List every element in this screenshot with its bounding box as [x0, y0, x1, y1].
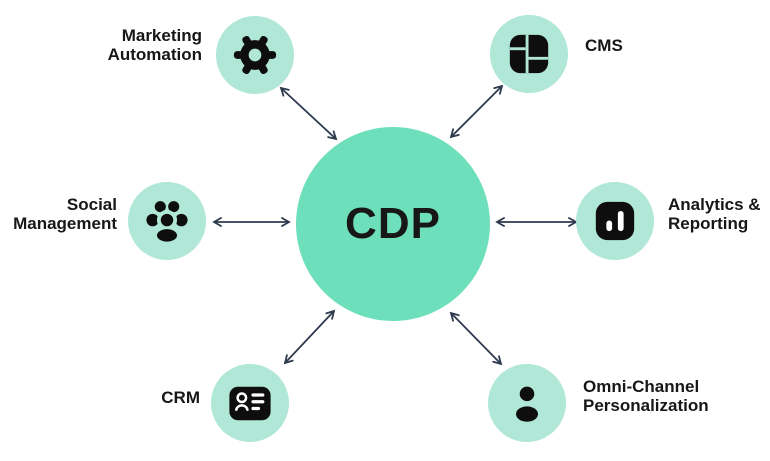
node-label-line: Personalization	[583, 395, 709, 415]
person-icon	[515, 386, 539, 422]
node-cms	[490, 15, 568, 93]
node-crm	[211, 364, 289, 442]
node-label-line: Omni-Channel	[583, 377, 700, 396]
node-label-line: Management	[13, 213, 117, 233]
node-label-line: Automation	[107, 44, 202, 64]
node-label-analytics-reporting: Analytics & Reporting	[668, 195, 768, 233]
node-label-social-management: Social Management	[0, 195, 117, 233]
node-label-line: Analytics &	[668, 195, 761, 214]
cdp-center-node: CDP	[296, 127, 490, 321]
layout-grid-icon	[509, 34, 549, 74]
node-label-cms: CMS	[585, 36, 705, 56]
node-label-crm: CRM	[120, 388, 200, 408]
node-label-line: CMS	[585, 36, 623, 55]
node-label-line: Marketing	[121, 26, 202, 45]
people-group-icon	[146, 201, 188, 242]
node-label-omni-channel-personalization: Omni-Channel Personalization	[583, 377, 763, 415]
arrow-cdp-cms	[449, 84, 504, 139]
node-label-line: Social	[66, 195, 117, 214]
contact-card-icon	[229, 386, 271, 421]
node-social-management	[128, 182, 206, 260]
cdp-label: CDP	[345, 199, 441, 248]
node-omni-channel-personalization	[488, 364, 566, 442]
bar-chart-icon	[595, 201, 635, 241]
arrow-cdp-crm	[283, 309, 336, 365]
node-analytics-reporting	[576, 182, 654, 260]
node-marketing-automation	[216, 16, 294, 94]
arrow-cdp-omni-channel	[449, 311, 503, 366]
node-label-line: CRM	[161, 388, 200, 407]
node-label-marketing-automation: Marketing Automation	[60, 26, 202, 64]
gear-icon	[233, 35, 277, 75]
arrow-cdp-marketing-automation	[279, 86, 338, 141]
node-label-line: Reporting	[668, 213, 749, 233]
